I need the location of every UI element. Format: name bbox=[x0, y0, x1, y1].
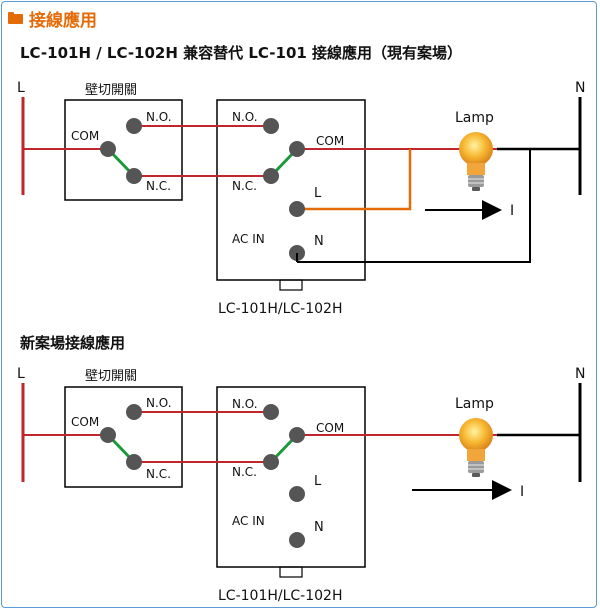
section-title: 接線應用 bbox=[29, 10, 97, 31]
dev-l-label: L bbox=[314, 186, 322, 201]
wall-nc-label: N.C. bbox=[146, 179, 171, 193]
terminal-wall-com bbox=[100, 141, 116, 157]
terminal-dev-no bbox=[263, 118, 279, 134]
terminal-wall-nc bbox=[126, 454, 142, 470]
device-connector bbox=[279, 279, 303, 291]
dev-acin-label: AC IN bbox=[232, 232, 265, 246]
wall-no-label: N.O. bbox=[146, 110, 172, 124]
device-connector bbox=[279, 566, 303, 578]
lamp-label: Lamp bbox=[455, 396, 494, 412]
folder-icon bbox=[8, 12, 23, 24]
wire-l-feed bbox=[297, 149, 412, 211]
terminal-dev-com bbox=[289, 427, 305, 443]
line-label: L bbox=[17, 80, 25, 96]
terminal-wall-com bbox=[100, 427, 116, 443]
diagram-title: LC-101H / LC-102H 兼容替代 LC-101 接線應用（現有案場） bbox=[20, 44, 462, 62]
lamp-icon bbox=[459, 418, 493, 477]
dev-no-label: N.O. bbox=[232, 110, 258, 124]
wall-switch-box bbox=[64, 386, 183, 488]
terminal-dev-l bbox=[289, 486, 305, 502]
lamp-label: Lamp bbox=[455, 110, 494, 126]
terminal-dev-l bbox=[289, 201, 305, 217]
neutral-label: N bbox=[575, 366, 585, 382]
section-header: 接線應用 bbox=[8, 4, 97, 32]
line-label: L bbox=[17, 366, 25, 382]
wall-com-label: COM bbox=[71, 415, 99, 429]
wire-n-feed bbox=[297, 149, 531, 263]
wall-no-label: N.O. bbox=[146, 396, 172, 410]
wall-nc-label: N.C. bbox=[146, 467, 171, 481]
terminal-dev-com bbox=[289, 141, 305, 157]
diagram-existing-site: LC-101H / LC-102H 兼容替代 LC-101 接線應用（現有案場）… bbox=[17, 44, 585, 317]
diagram-title: 新案場接線應用 bbox=[20, 334, 125, 352]
dev-nc-label: N.C. bbox=[232, 179, 257, 193]
lamp-icon bbox=[459, 132, 493, 191]
dev-acin-label: AC IN bbox=[232, 514, 265, 528]
diagram-new-site: 新案場接線應用 L N 壁切開關 COM N.O. N.C. N.O. COM … bbox=[17, 334, 585, 604]
dev-com-label: COM bbox=[316, 421, 344, 435]
terminal-dev-nc bbox=[263, 454, 279, 470]
terminal-dev-n bbox=[289, 532, 305, 548]
device-label: LC-101H/LC-102H bbox=[218, 588, 342, 604]
wall-switch-label: 壁切開關 bbox=[85, 369, 137, 384]
device-label: LC-101H/LC-102H bbox=[218, 301, 342, 317]
dev-n-label: N bbox=[314, 520, 324, 535]
dev-l-label: L bbox=[314, 474, 322, 489]
terminal-wall-no bbox=[126, 404, 142, 420]
wall-com-label: COM bbox=[71, 129, 99, 143]
wall-switch-label: 壁切開關 bbox=[85, 83, 137, 98]
dev-com-label: COM bbox=[316, 134, 344, 148]
current-label: I bbox=[520, 484, 524, 500]
dev-no-label: N.O. bbox=[232, 397, 258, 411]
terminal-wall-nc bbox=[126, 168, 142, 184]
dev-n-label: N bbox=[314, 234, 324, 249]
terminal-dev-no bbox=[263, 404, 279, 420]
current-label: I bbox=[510, 203, 514, 219]
terminal-dev-nc bbox=[263, 168, 279, 184]
dev-nc-label: N.C. bbox=[232, 465, 257, 479]
neutral-label: N bbox=[575, 80, 585, 96]
terminal-wall-no bbox=[126, 118, 142, 134]
